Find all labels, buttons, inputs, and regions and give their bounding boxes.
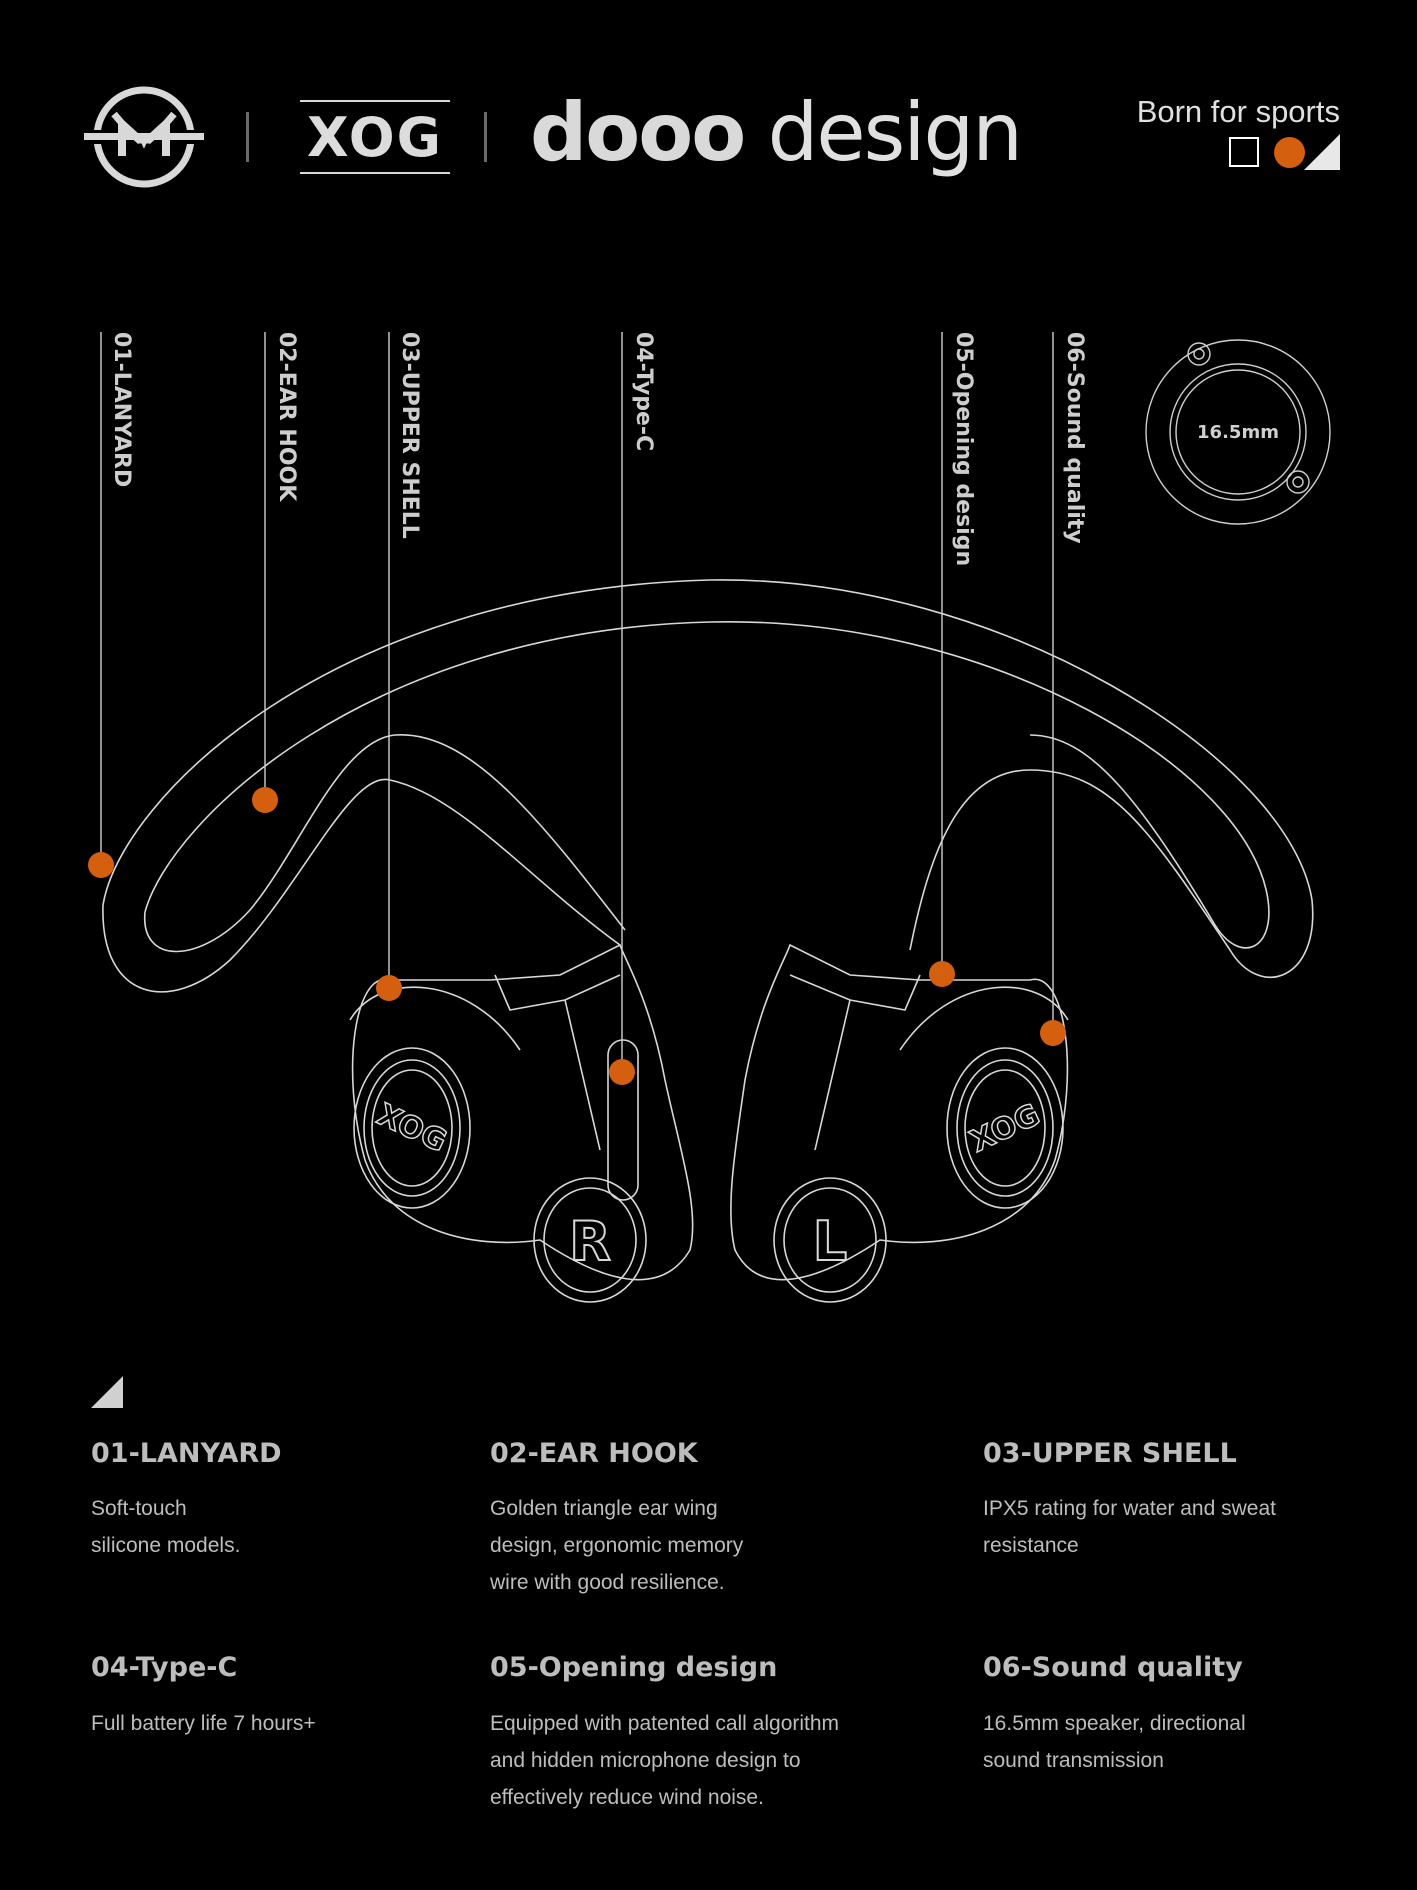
callout-label-upper-shell: 03-UPPER SHELL: [397, 332, 422, 539]
brand-badge-logo: M: [84, 86, 204, 188]
callout-dot-opening: [929, 961, 955, 987]
feature-title: 01-LANYARD: [91, 1438, 282, 1469]
left-pod-logo: XOG: [965, 1097, 1045, 1159]
feature-desc: Full battery life 7 hours+: [91, 1712, 316, 1735]
left-pod-letter: L: [813, 1210, 847, 1273]
callout-label-lanyard: 01-LANYARD: [109, 332, 134, 488]
callout-lines: [100, 332, 1054, 1072]
feature-title: 03-UPPER SHELL: [983, 1438, 1237, 1469]
callout-dot-lanyard: [88, 852, 114, 878]
callout-dot-sound: [1040, 1020, 1066, 1046]
dooo-light-text: design: [767, 86, 1023, 179]
xog-logo-text: XOG: [307, 106, 443, 169]
feature-title: 02-EAR HOOK: [490, 1438, 698, 1469]
callout-label-ear-hook: 02-EAR HOOK: [274, 332, 299, 502]
feature-title: 05-Opening design: [490, 1652, 778, 1683]
circle-icon: [1274, 137, 1305, 168]
brand-mark-letter: M: [137, 142, 151, 158]
callout-dot-type-c: [609, 1059, 635, 1085]
xog-logo: XOG: [300, 100, 450, 174]
section-triangle-icon: [91, 1376, 123, 1408]
brand-separator: [246, 112, 249, 162]
callout-dot-upper-shell: [376, 975, 402, 1001]
callout-label-type-c: 04-Type-C: [631, 332, 656, 452]
triangle-icon: [1304, 134, 1340, 170]
product-illustration: R L XOG XOG 16.5mm: [88, 332, 1331, 1303]
callout-label-opening-design: 05-Opening design: [951, 332, 976, 567]
square-icon: [1229, 137, 1259, 167]
callout-label-sound-quality: 06-Sound quality: [1062, 332, 1087, 544]
brand-separator-2: [484, 112, 487, 162]
callout-dots: [88, 787, 1066, 1085]
dooo-bold-text: dooo: [530, 86, 746, 179]
tagline: Born for sports: [1136, 94, 1340, 129]
feature-title: 06-Sound quality: [983, 1652, 1243, 1683]
right-pod-logo: XOG: [372, 1097, 452, 1159]
callout-dot-ear-hook: [252, 787, 278, 813]
right-pod-letter: R: [569, 1210, 611, 1273]
dooo-design-logo: dooo design: [530, 86, 1023, 179]
speaker-diagram: [1145, 339, 1331, 525]
feature-title: 04-Type-C: [91, 1652, 238, 1683]
speaker-size-label: 16.5mm: [1197, 422, 1279, 443]
neckband-outline: [102, 579, 1314, 1303]
